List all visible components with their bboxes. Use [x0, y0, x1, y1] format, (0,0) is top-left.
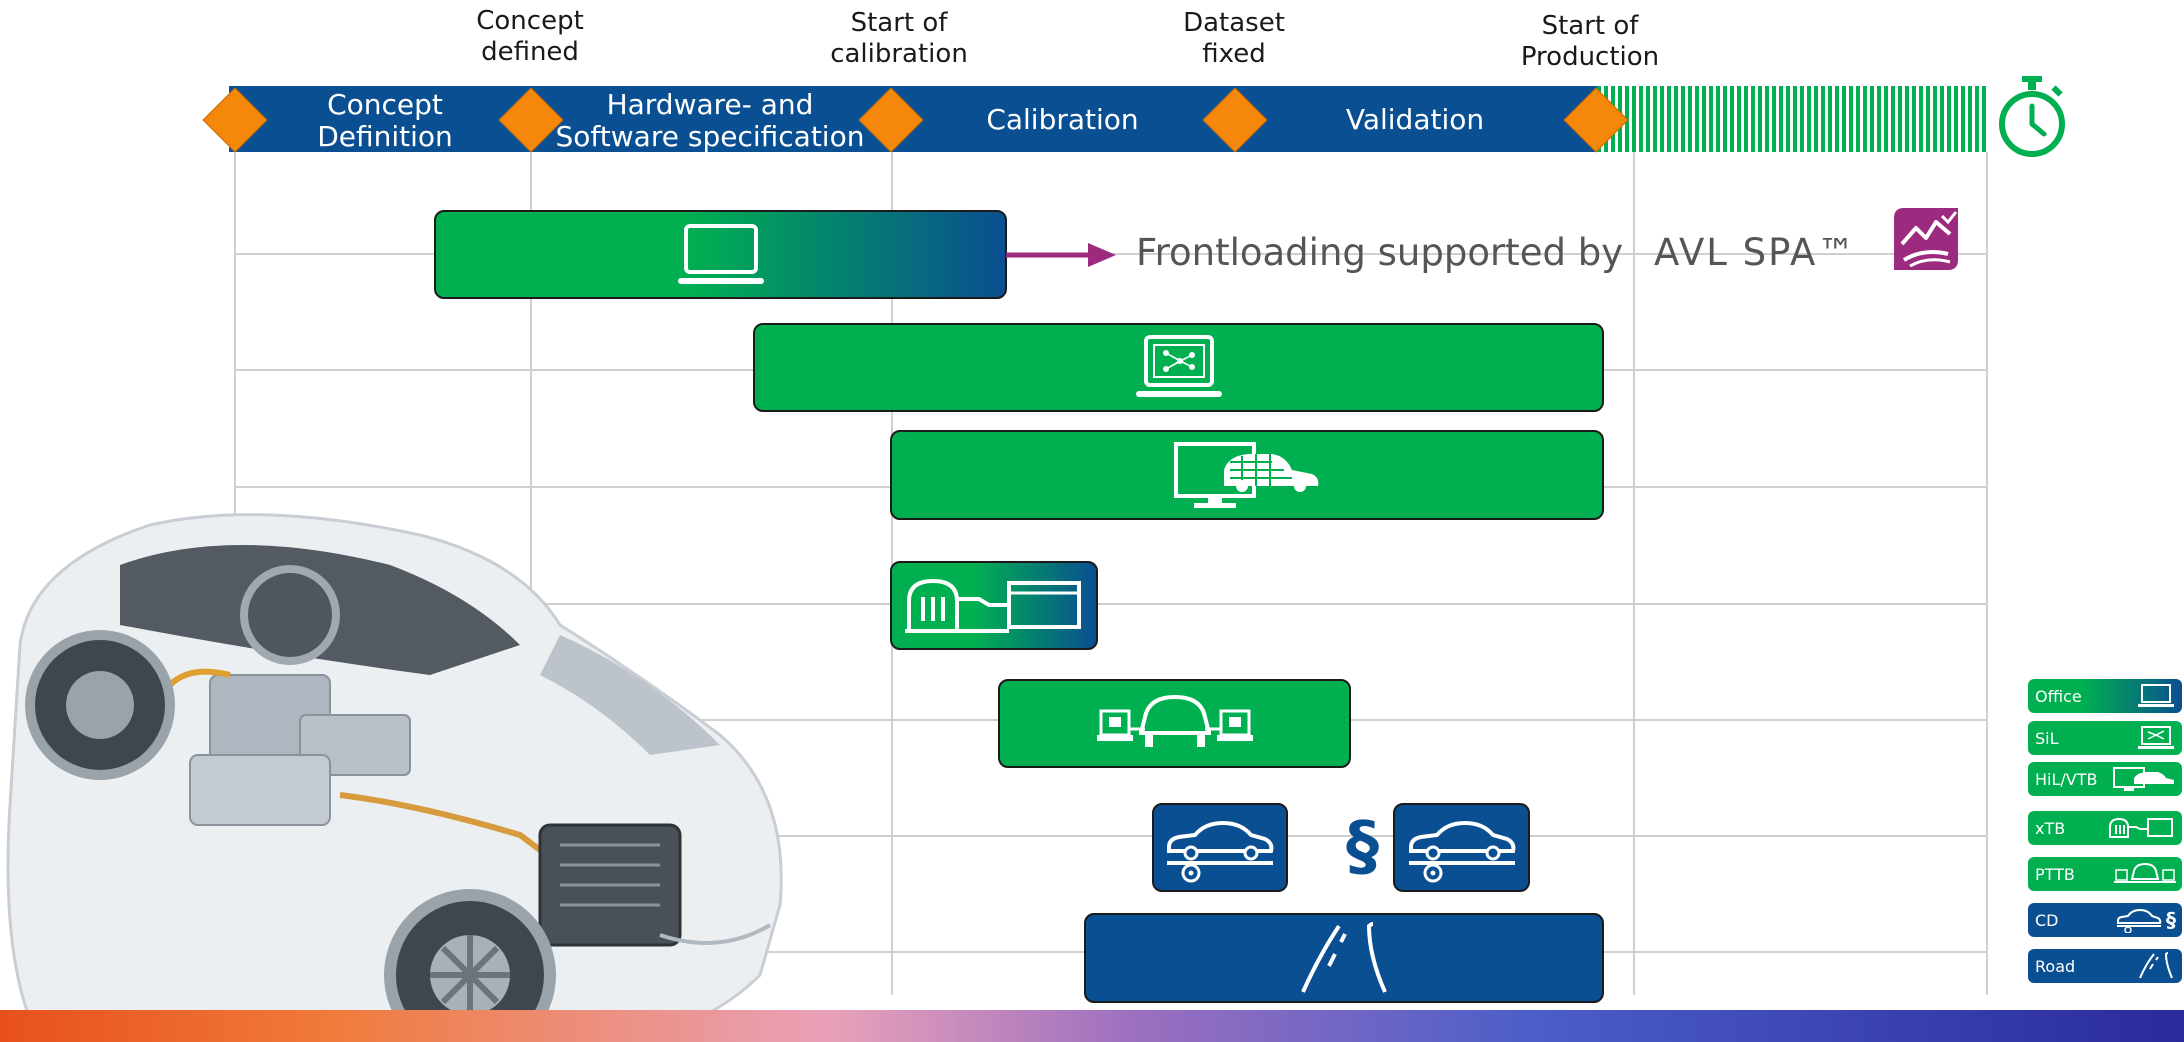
- chassis-dyno-icon: [1167, 820, 1274, 882]
- legend-label: SiL: [2035, 728, 2059, 748]
- milestone-label: Concept defined: [476, 6, 584, 67]
- cd-symbol: §: [1346, 807, 1379, 884]
- cd-bar-2: [1393, 803, 1530, 892]
- bottom-brand-stripe: [0, 1010, 2184, 1042]
- road-icon: [1301, 922, 1387, 993]
- gridline-vertical: [1986, 150, 1988, 995]
- avl-spa-brand: AVL SPA™: [1654, 230, 1856, 276]
- road-icon: [2139, 952, 2173, 979]
- legend-label: Office: [2035, 686, 2082, 706]
- timeline-hatched-tail: [1597, 86, 1989, 152]
- brand-label: AVL SPA™: [1654, 231, 1857, 274]
- milestone-start-of-production: Start of Production: [1490, 11, 1690, 73]
- engine-testbed-icon: [2109, 817, 2173, 838]
- cd-bar-1: [1152, 803, 1288, 892]
- legend-label: PTTB: [2035, 864, 2075, 884]
- sil-laptop-icon: [1135, 334, 1222, 397]
- phase-hw-sw-specification: Hardware- and Software specification: [545, 89, 875, 153]
- frontloading-label: Frontloading supported by: [1136, 231, 1624, 274]
- legend-office: Office: [2028, 679, 2182, 713]
- phase-validation: Validation: [1270, 104, 1560, 136]
- phase-calibration: Calibration: [930, 104, 1195, 136]
- frontloading-arrow: [1006, 243, 1116, 267]
- legend-label: HiL/VTB: [2035, 769, 2098, 789]
- road-bar: [1084, 913, 1604, 1003]
- legend-xtb: xTB: [2028, 811, 2182, 845]
- regulation-symbol: §: [1346, 808, 1379, 884]
- chassis-dyno-icon: [2117, 908, 2162, 933]
- hil-monitor-car-icon: [2113, 767, 2174, 791]
- chassis-dyno-icon: [1408, 820, 1515, 882]
- avl-spa-logo: [1894, 208, 1958, 270]
- legend-label: Road: [2035, 956, 2076, 976]
- sil-laptop-icon: [2138, 726, 2174, 749]
- powertrain-testbed-icon: [2114, 862, 2176, 883]
- legend-cd: CD §: [2028, 903, 2182, 937]
- milestone-start-of-calibration: Start of calibration: [799, 8, 999, 70]
- milestone-dataset-fixed: Dataset fixed: [1142, 8, 1326, 70]
- powertrain-testbed-icon: [1096, 694, 1253, 747]
- phase-label: Calibration: [986, 103, 1139, 136]
- hil-vtb-bar: [890, 430, 1604, 520]
- hil-monitor-car-icon: [1174, 442, 1319, 508]
- pttb-bar: [998, 679, 1351, 768]
- legend-hil-vtb: HiL/VTB: [2028, 762, 2182, 796]
- legend-pttb: PTTB: [2028, 857, 2182, 891]
- legend-label: CD: [2035, 910, 2059, 930]
- stopwatch-icon: [1999, 76, 2065, 157]
- office-bar: [434, 210, 1007, 299]
- phase-label: Hardware- and Software specification: [555, 88, 865, 153]
- sil-bar: [753, 323, 1604, 412]
- gridline-horizontal: [234, 835, 1988, 837]
- phase-label: Concept Definition: [317, 88, 453, 153]
- milestone-label: Start of Production: [1520, 11, 1660, 72]
- phase-label: Validation: [1345, 103, 1485, 136]
- laptop-icon: [677, 223, 764, 284]
- gridline-vertical: [530, 150, 532, 995]
- laptop-icon: [2138, 684, 2174, 707]
- milestone-label: Start of calibration: [830, 8, 968, 69]
- gridline-vertical: [1633, 150, 1635, 995]
- legend-road: Road: [2028, 949, 2182, 983]
- vehicle-cutaway-image: [6, 513, 783, 1042]
- gridline-horizontal: [234, 603, 1988, 605]
- engine-testbed-icon: [905, 578, 1081, 633]
- xtb-bar: [890, 561, 1098, 650]
- legend-label: xTB: [2035, 818, 2066, 838]
- frontloading-text: Frontloading supported by: [1136, 230, 1623, 276]
- milestone-label: Dataset fixed: [1183, 8, 1285, 69]
- legend-cd-symbol: §: [2166, 908, 2176, 932]
- milestone-concept-defined: Concept defined: [440, 6, 620, 68]
- legend-sil: SiL: [2028, 721, 2182, 755]
- phase-concept-definition: Concept Definition: [260, 89, 510, 153]
